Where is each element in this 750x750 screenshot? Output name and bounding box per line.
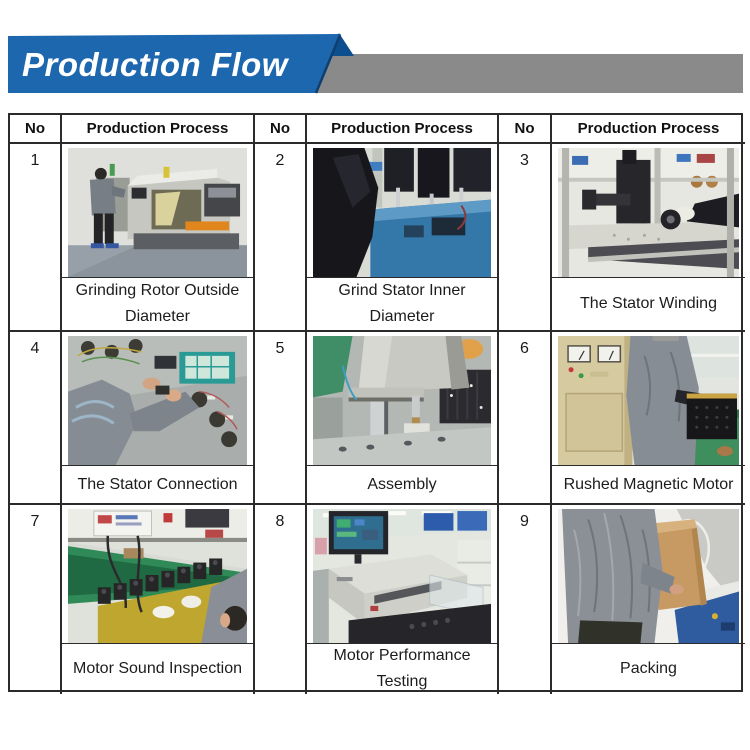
header-no-3: No (499, 115, 552, 144)
photo-stator-winding (552, 144, 745, 277)
step-number: 3 (499, 144, 552, 332)
banner-gray-bar (316, 54, 743, 93)
step-cell-sound-inspection: Motor Sound Inspection (62, 505, 255, 694)
step-cell-stator-connection: The Stator Connection (62, 332, 255, 505)
step-cell-performance-testing: Motor Performance Testing (307, 505, 499, 694)
photo-performance-testing (307, 505, 497, 643)
step-caption: Rushed Magnetic Motor (552, 465, 745, 503)
step-number: 4 (10, 332, 62, 505)
page-title: Production Flow (22, 45, 288, 83)
step-number: 1 (10, 144, 62, 332)
photo-stator-connection (62, 332, 253, 465)
step-cell-grind-stator: Grind Stator Inner Diameter (307, 144, 499, 332)
header-no-1: No (10, 115, 62, 144)
step-number: 8 (255, 505, 307, 694)
step-caption: Motor Performance Testing (307, 643, 497, 694)
production-flow-table: No Production Process No Production Proc… (8, 113, 745, 694)
banner: Production Flow (0, 0, 750, 110)
photo-grinding-rotor (62, 144, 253, 277)
step-caption: Grinding Rotor Outside Diameter (62, 277, 253, 330)
photo-assembly (307, 332, 497, 465)
banner-slant-edge (314, 34, 342, 94)
step-cell-packing: Packing (552, 505, 745, 694)
step-caption: The Stator Connection (62, 465, 253, 503)
header-no-2: No (255, 115, 307, 144)
banner-blue-ribbon (8, 34, 341, 93)
header-process-3: Production Process (552, 115, 745, 144)
photo-grind-stator (307, 144, 497, 277)
step-number: 2 (255, 144, 307, 332)
step-cell-stator-winding: The Stator Winding (552, 144, 745, 332)
header-process-1: Production Process (62, 115, 255, 144)
step-caption: The Stator Winding (552, 277, 745, 330)
step-number: 6 (499, 332, 552, 505)
step-caption: Grind Stator Inner Diameter (307, 277, 497, 330)
photo-sound-inspection (62, 505, 253, 643)
banner-ribbon-graphic (8, 33, 743, 94)
photo-packing (552, 505, 745, 643)
step-caption: Assembly (307, 465, 497, 503)
step-number: 7 (10, 505, 62, 694)
step-caption: Packing (552, 643, 745, 694)
step-cell-grinding-rotor: Grinding Rotor Outside Diameter (62, 144, 255, 332)
step-cell-magnetizing: Rushed Magnetic Motor (552, 332, 745, 505)
step-caption: Motor Sound Inspection (62, 643, 253, 694)
step-cell-assembly: Assembly (307, 332, 499, 505)
step-number: 5 (255, 332, 307, 505)
photo-magnetizing (552, 332, 745, 465)
header-process-2: Production Process (307, 115, 499, 144)
step-number: 9 (499, 505, 552, 694)
